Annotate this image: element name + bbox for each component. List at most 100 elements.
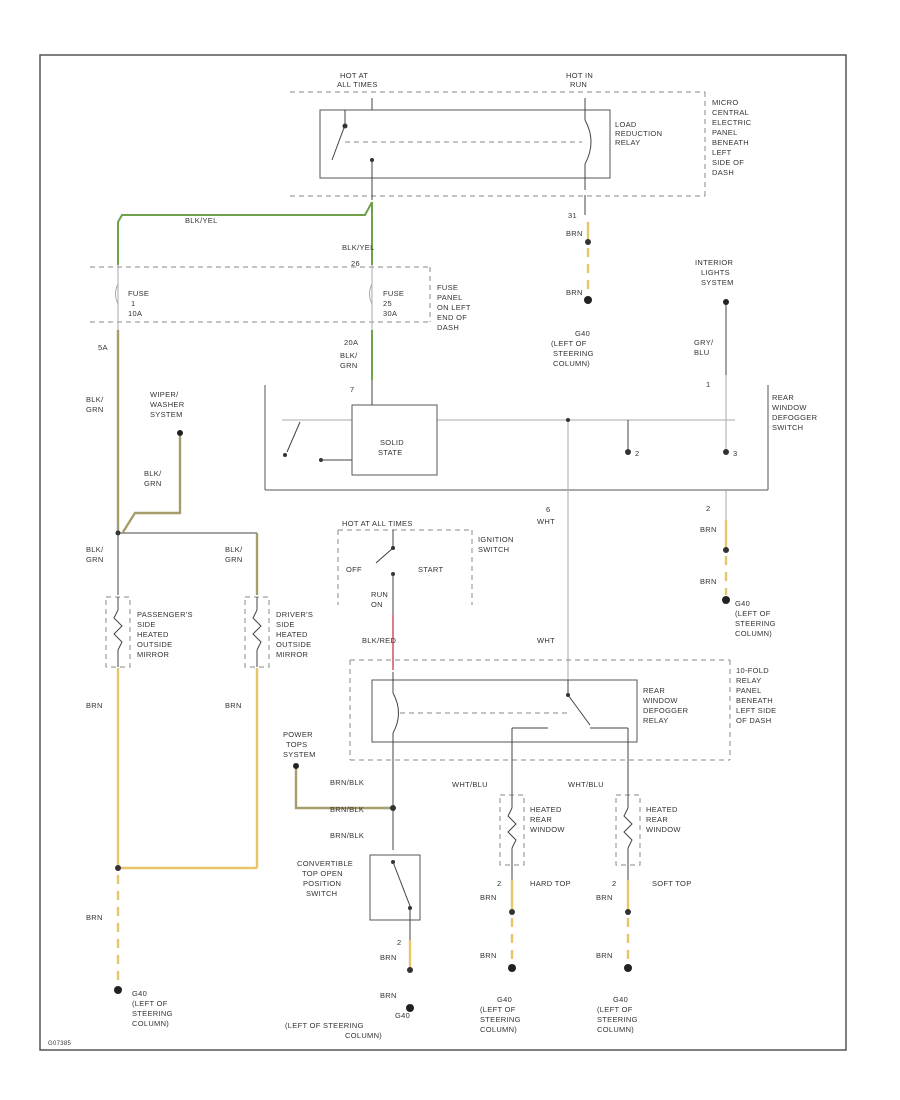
splice-brn-top (585, 239, 591, 245)
pin-2a-label: 2 (635, 449, 639, 458)
ground-g40-conv (406, 1004, 414, 1012)
ground-g40-soft (624, 964, 632, 972)
wire-label-blk-grn-pass: BLK/GRN (86, 545, 104, 564)
ignition-pivot (391, 546, 395, 550)
defog-indicator-right (723, 449, 729, 455)
pin-1-label: 1 (706, 380, 710, 389)
wire-blk-yel-top (117, 201, 373, 265)
wire-label-brn-top2: BRN (566, 288, 583, 297)
wire-label-blk-grn-mid: BLK/GRN (340, 351, 358, 370)
relay-switch-arm (331, 124, 346, 161)
splice-brn-conv (407, 967, 413, 973)
pin-2b-label: 2 (706, 504, 710, 513)
power-tops-connector (293, 763, 299, 769)
wire-label-brn-blk-2: BRN/BLK (330, 805, 364, 814)
wire-label-wht-6: WHT (537, 517, 555, 526)
defog-junction (566, 418, 570, 422)
defogger-relay-pivot (566, 693, 570, 697)
defog-switch-pivot (283, 453, 287, 457)
ignition-start-label: START (418, 565, 444, 574)
pin-7-label: 7 (350, 385, 354, 394)
wire-label-brn-soft-1: BRN (596, 893, 613, 902)
wire-label-gry-blu: GRY/BLU (694, 338, 714, 357)
pin-3-label: 3 (733, 449, 737, 458)
passenger-mirror-element (113, 609, 123, 651)
wire-label-blk-grn-left: BLK/GRN (86, 395, 104, 414)
driver-mirror-element (252, 609, 262, 651)
ground-g40-left (114, 986, 122, 994)
relay-pivot (342, 123, 348, 129)
wire-label-wht-blu-1: WHT/BLU (452, 780, 488, 789)
heated-window-hard-element (507, 807, 517, 849)
defog-indicator-left (625, 449, 631, 455)
splice-brn-hard (509, 909, 515, 915)
relay-output-terminal (370, 158, 374, 162)
wire-blk-grn-wiper (121, 436, 182, 533)
wire-label-brn-mirror-left: BRN (86, 701, 103, 710)
splice-brn-soft (625, 909, 631, 915)
wire-label-brn-hard-1: BRN (480, 893, 497, 902)
heated-window-soft-element (623, 807, 633, 849)
hard-top-label: HARD TOP (530, 879, 571, 888)
wire-label-brn-hard-2: BRN (480, 951, 497, 960)
wire-label-brn-conv-1: BRN (380, 953, 397, 962)
wire-label-blk-grn-wiper: BLK/GRN (144, 469, 162, 488)
ground-g40-defog (722, 596, 730, 604)
wire-label-blk-red: BLK/RED (362, 636, 396, 645)
pin-2e-label: 2 (612, 879, 616, 888)
solid-state-box (351, 404, 438, 476)
ignition-off-label: OFF (346, 565, 362, 574)
wire-label-brn-defog-b: BRN (700, 577, 717, 586)
ignition-switch-arm (375, 547, 394, 564)
defog-switch-arm (286, 421, 301, 453)
soft-top-label: SOFT TOP (652, 879, 692, 888)
defogger-relay-box (371, 679, 638, 743)
wire-label-blk-grn-drv: BLK/GRN (225, 545, 243, 564)
splice-brn-mirror (115, 865, 121, 871)
defogger-relay-coil (392, 692, 399, 734)
wire-label-brn-top: BRN (566, 229, 583, 238)
hot-at-all-times-ign-label: HOT AT ALL TIMES (342, 519, 413, 528)
wire-label-brn-blk-1: BRN/BLK (330, 778, 364, 787)
pin-31-label: 31 (568, 211, 577, 220)
pin-6-label: 6 (546, 505, 550, 514)
amp-5a-label: 5A (98, 343, 108, 352)
convertible-switch-contact (408, 906, 412, 910)
wire-brn-blk-power-tops (294, 769, 393, 810)
wire-label-brn-defog-a: BRN (700, 525, 717, 534)
wire-label-wht-blu-2: WHT/BLU (568, 780, 604, 789)
convertible-switch-box (369, 854, 421, 921)
wiper-system-connector (177, 430, 183, 436)
wire-label-blk-yel-top: BLK/YEL (185, 216, 218, 225)
ground-g40-hard (508, 964, 516, 972)
ground-g40-top (584, 296, 592, 304)
wire-label-brn-bottom-left: BRN (86, 913, 103, 922)
wire-label-blk-yel-mid: BLK/YEL (342, 243, 375, 252)
wire-label-brn-mirror-right: BRN (225, 701, 242, 710)
relay-coil (584, 119, 592, 165)
amp-20a-label: 20A (344, 338, 358, 347)
wire-label-brn-soft-2: BRN (596, 951, 613, 960)
